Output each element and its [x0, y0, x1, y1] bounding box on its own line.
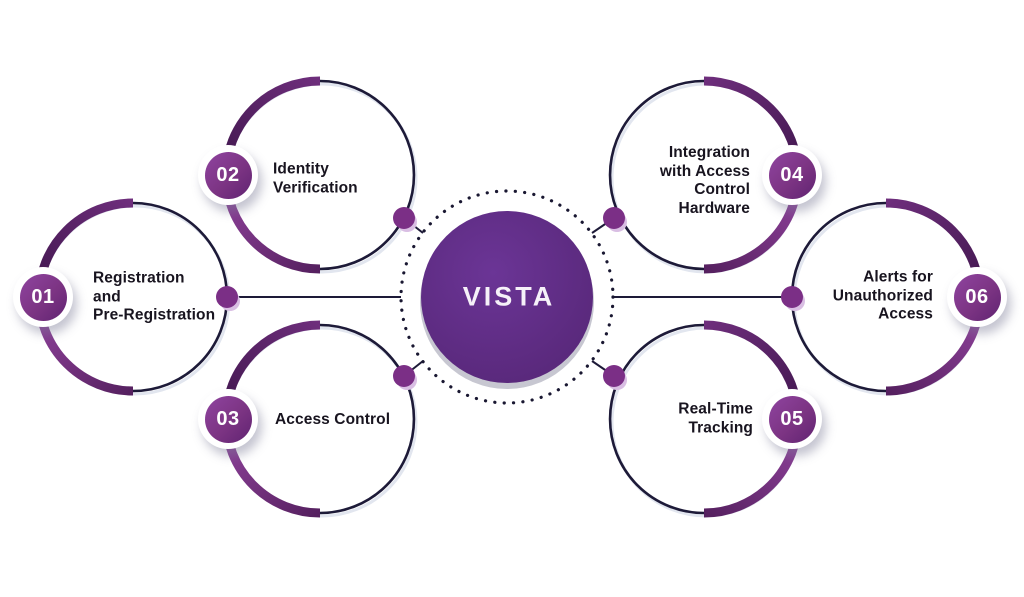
center-hub [399, 189, 615, 405]
label-line: with Access [659, 162, 750, 180]
center-dotted-ring [399, 189, 615, 405]
label-line: Access Control [275, 410, 391, 428]
label-line: Alerts for [863, 268, 933, 286]
label-line: Pre-Registration [93, 306, 216, 324]
label-line: Identity [273, 160, 329, 178]
connector-dot-03 [393, 365, 415, 387]
connector-dot-05 [603, 365, 625, 387]
label-line: Registration [93, 269, 185, 287]
node-03-ring-navy [319, 323, 416, 515]
node-03-label: Access Control [275, 411, 390, 430]
node-05-badge: 05 [762, 389, 822, 449]
label-line: Verification [273, 179, 358, 196]
node-05-ring-navy [608, 323, 705, 515]
label-line: Hardware [678, 199, 750, 217]
center-title: VISTA [462, 281, 556, 312]
label-line: Access [878, 305, 933, 323]
node-02-badge: 02 [198, 145, 258, 205]
node-02-number: 02 [204, 151, 252, 199]
label-line: Integration [668, 144, 750, 161]
node-02-label: Identity Verification [273, 161, 358, 198]
label-line: Tracking [688, 419, 753, 436]
node-03-badge: 03 [198, 389, 258, 449]
node-05-number: 05 [768, 395, 816, 443]
label-line: Real-Time [678, 400, 753, 418]
node-04-badge: 04 [762, 145, 822, 205]
node-01-badge: 01 [13, 267, 73, 327]
label-line: and [93, 287, 121, 305]
label-line: Control [694, 181, 750, 198]
connector-dot-02 [393, 207, 415, 229]
node-01-number: 01 [19, 273, 67, 321]
node-06-badge: 06 [947, 267, 1007, 327]
label-line: Unauthorized [832, 286, 933, 304]
node-04-number: 04 [768, 151, 816, 199]
connector-dots [216, 207, 805, 390]
node-05-label: Real-Time Tracking [678, 401, 753, 438]
node-06-number: 06 [953, 273, 1001, 321]
center-circle [421, 211, 593, 383]
node-02-ring-navy [319, 79, 416, 271]
node-01-label: Registration and Pre-Registration [93, 269, 215, 325]
connector-dot-01 [216, 286, 238, 308]
node-03-number: 03 [204, 395, 252, 443]
node-04-label: Integration with Access Control Hardware [660, 144, 750, 218]
node-04-ring-navy [608, 79, 705, 271]
node-06-label: Alerts for Unauthorized Access [833, 268, 933, 324]
connector-dot-04 [603, 207, 625, 229]
connector-dot-06 [781, 286, 803, 308]
